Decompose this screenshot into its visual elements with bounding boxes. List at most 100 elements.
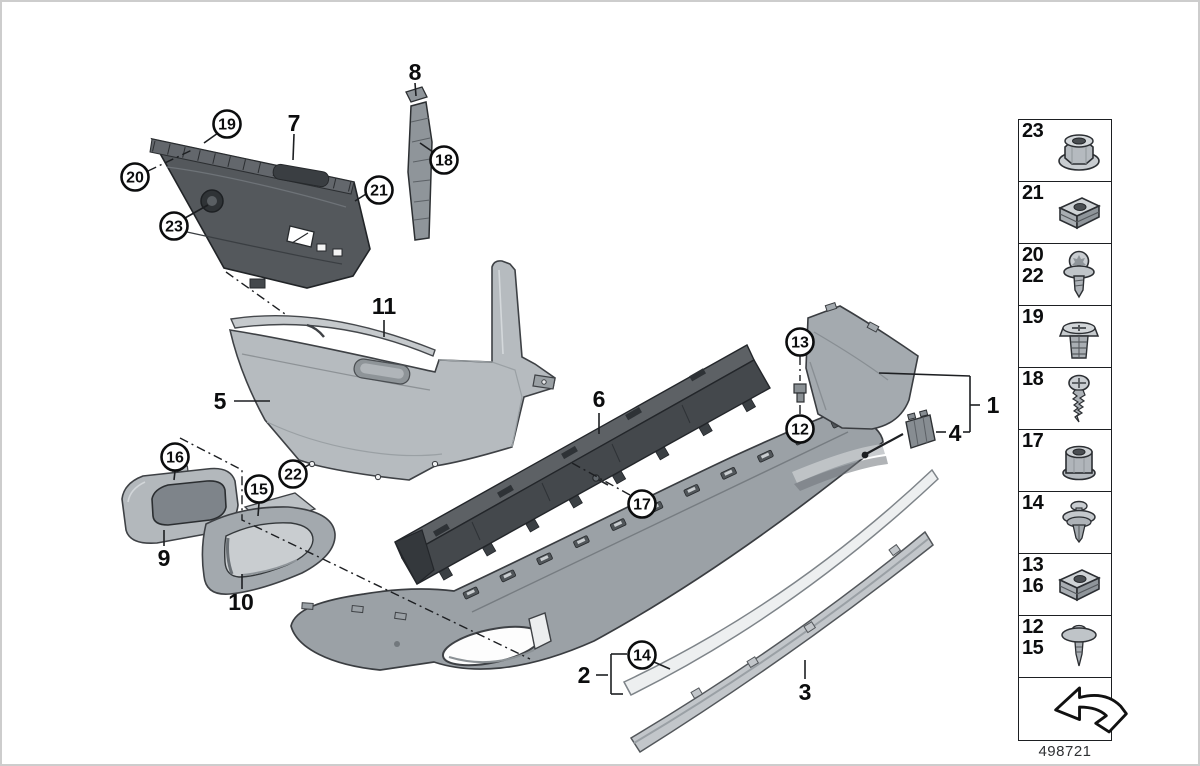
- direction-arrow-icon: [1048, 680, 1134, 738]
- legend-part-numbers: 18: [1022, 369, 1048, 390]
- legend-part-numbers: 19: [1022, 307, 1048, 328]
- label-1[interactable]: 1: [987, 392, 1000, 418]
- legend-cell-18[interactable]: 18: [1019, 368, 1111, 430]
- svg-text:20: 20: [126, 170, 144, 187]
- part-8-guide-bracket: [405, 86, 433, 241]
- legend-part-numbers: 17: [1022, 431, 1048, 452]
- label-8[interactable]: 8: [409, 59, 422, 85]
- legend-number: 17: [1022, 430, 1044, 452]
- part-6-lower-carrier: [394, 344, 771, 585]
- svg-text:4: 4: [949, 420, 962, 446]
- legend-number: 21: [1022, 182, 1044, 204]
- label-2[interactable]: 2: [578, 662, 591, 688]
- leader-lines: [163, 82, 980, 695]
- part-11-trim-strip: [229, 315, 436, 357]
- callout-21[interactable]: 21: [364, 175, 394, 205]
- svg-text:6: 6: [593, 386, 606, 412]
- part-10-exhaust-trim: [201, 506, 336, 595]
- svg-text:21: 21: [370, 183, 388, 200]
- svg-text:23: 23: [165, 219, 183, 236]
- svg-text:22: 22: [284, 467, 302, 484]
- svg-text:18: 18: [435, 153, 453, 170]
- svg-text:13: 13: [791, 335, 809, 352]
- svg-text:5: 5: [214, 388, 227, 414]
- diagram-number: 498721: [1038, 743, 1092, 760]
- callout-22[interactable]: 22: [278, 459, 308, 489]
- label-10[interactable]: 10: [228, 589, 254, 615]
- callout-23[interactable]: 23: [159, 211, 189, 241]
- part-13-clip: [793, 383, 807, 403]
- part-4-bracket-block: [861, 409, 936, 459]
- legend-cell-21[interactable]: 21: [1019, 182, 1111, 244]
- callout-19[interactable]: 19: [212, 109, 242, 139]
- label-3[interactable]: 3: [799, 679, 812, 705]
- push-rivet-icon: [1048, 618, 1110, 676]
- svg-text:8: 8: [409, 59, 422, 85]
- cage-nut-icon: [1048, 556, 1110, 614]
- expanding-clip-icon: [1048, 494, 1110, 552]
- part-1-bumper-corner: [805, 301, 919, 430]
- callout-17[interactable]: 17: [627, 489, 657, 519]
- callout-14[interactable]: 14: [627, 640, 657, 670]
- legend-number: 18: [1022, 368, 1044, 390]
- svg-text:3: 3: [799, 679, 812, 705]
- cage-nut-icon: [1048, 184, 1110, 242]
- assembly-dash-lines: [147, 149, 801, 660]
- legend-number: 12: [1022, 616, 1044, 638]
- legend-cell-23[interactable]: 23: [1019, 120, 1111, 182]
- legend-number: 16: [1022, 575, 1044, 597]
- part-17-screw: [592, 474, 609, 486]
- legend-cell-19[interactable]: 19: [1019, 306, 1111, 368]
- svg-text:15: 15: [250, 482, 268, 499]
- legend-number: 15: [1022, 637, 1044, 659]
- legend-number: 22: [1022, 265, 1044, 287]
- legend-cell-17[interactable]: 17: [1019, 430, 1111, 492]
- collar-nut-icon: [1048, 432, 1110, 490]
- svg-text:1: 1: [987, 392, 1000, 418]
- label-11[interactable]: 11: [372, 293, 397, 319]
- label-6[interactable]: 6: [593, 386, 606, 412]
- callout-18[interactable]: 18: [429, 145, 459, 175]
- svg-text:10: 10: [228, 589, 254, 615]
- expansion-rivet-icon: [1048, 308, 1110, 366]
- callout-15[interactable]: 15: [244, 474, 274, 504]
- callout-20[interactable]: 20: [120, 162, 150, 192]
- callout-13[interactable]: 13: [785, 327, 815, 357]
- part-7-side-bracket: [149, 137, 371, 289]
- label-9[interactable]: 9: [158, 545, 171, 571]
- legend-number: 13: [1022, 554, 1044, 576]
- svg-text:12: 12: [791, 422, 809, 439]
- label-7[interactable]: 7: [288, 110, 301, 136]
- svg-text:17: 17: [633, 497, 651, 514]
- svg-text:16: 16: [166, 450, 184, 467]
- label-5[interactable]: 5: [214, 388, 227, 414]
- callout-16[interactable]: 16: [160, 442, 190, 472]
- svg-text:9: 9: [158, 545, 171, 571]
- part-1-bumper-panel: [290, 407, 888, 671]
- svg-text:11: 11: [372, 293, 397, 319]
- callout-12[interactable]: 12: [785, 414, 815, 444]
- svg-text:7: 7: [288, 110, 301, 136]
- legend-number: 20: [1022, 244, 1044, 266]
- label-4[interactable]: 4: [949, 420, 962, 446]
- part-3-lower-strip: [629, 530, 934, 754]
- legend-cell-14[interactable]: 14: [1019, 492, 1111, 554]
- washer-screw-icon: [1048, 246, 1110, 304]
- part-5-side-panel: [228, 260, 556, 481]
- legend-part-numbers: 21: [1022, 183, 1048, 204]
- svg-text:14: 14: [633, 648, 651, 665]
- legend-cell-arrow[interactable]: [1019, 678, 1128, 740]
- legend-number: 19: [1022, 306, 1044, 328]
- svg-text:19: 19: [218, 117, 236, 134]
- tapping-screw-icon: [1048, 370, 1110, 428]
- flange-nut-icon: [1048, 122, 1110, 180]
